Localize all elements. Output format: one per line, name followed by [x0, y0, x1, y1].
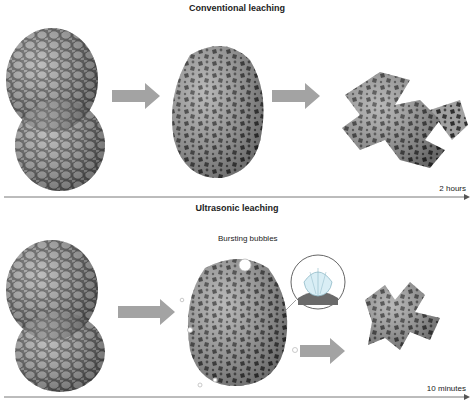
- section-heading: Ultrasonic leaching: [195, 204, 278, 214]
- time-label: 2 hours: [439, 185, 466, 194]
- bubbles: [180, 259, 297, 387]
- fragments: [342, 72, 468, 168]
- process-arrow: [118, 299, 175, 325]
- intact-particle: [6, 28, 105, 191]
- time-label: 10 minutes: [427, 385, 466, 394]
- label-holder: Bursting bubbles: [218, 235, 278, 244]
- fragments: [365, 282, 440, 350]
- label-holder: 2 hours: [439, 185, 466, 194]
- time-axis: [4, 394, 470, 400]
- section-heading: Conventional leaching: [189, 4, 285, 14]
- bubble-callout: [278, 255, 345, 318]
- intact-particle: [6, 240, 105, 392]
- process-arrow: [112, 83, 160, 109]
- label-holder: 10 minutes: [427, 385, 466, 394]
- porous-particle: [172, 46, 264, 178]
- time-axis: [4, 194, 470, 200]
- callout-label: Bursting bubbles: [218, 235, 278, 244]
- process-arrow: [272, 83, 320, 109]
- process-arrow: [300, 338, 345, 364]
- label-holder: Ultrasonic leaching: [195, 204, 278, 214]
- porous-particle: [188, 259, 287, 386]
- label-holder: Conventional leaching: [189, 4, 285, 14]
